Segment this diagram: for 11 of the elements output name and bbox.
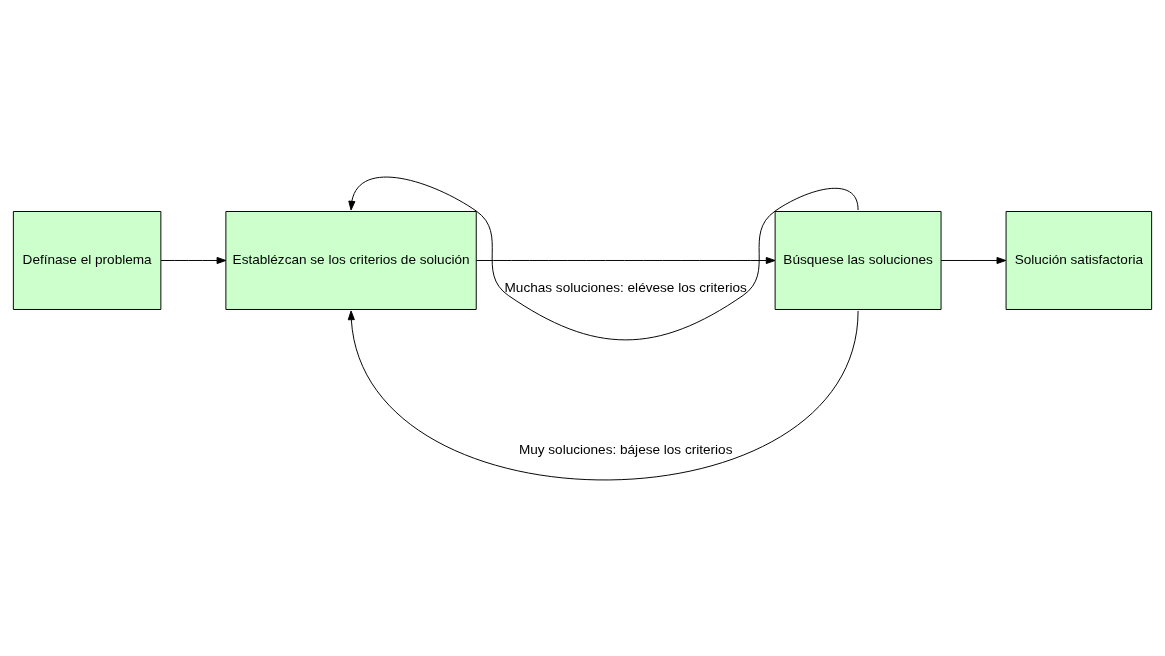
arrow <box>160 256 227 264</box>
node-box: Establézcan se los criterios de solución <box>225 210 477 310</box>
node-box: Solución satisfactoria <box>1005 210 1153 310</box>
arrow <box>940 256 1007 264</box>
arrow <box>347 309 859 480</box>
arrow <box>348 176 859 340</box>
edge-label: Muy soluciones: bájese los criterios <box>518 441 733 457</box>
arrow <box>476 256 776 264</box>
edge-label: Muchas soluciones: elévese los criterios <box>504 279 747 295</box>
node-box: Defínase el problema <box>12 210 162 310</box>
node-box: Búsquese las soluciones <box>774 210 942 310</box>
